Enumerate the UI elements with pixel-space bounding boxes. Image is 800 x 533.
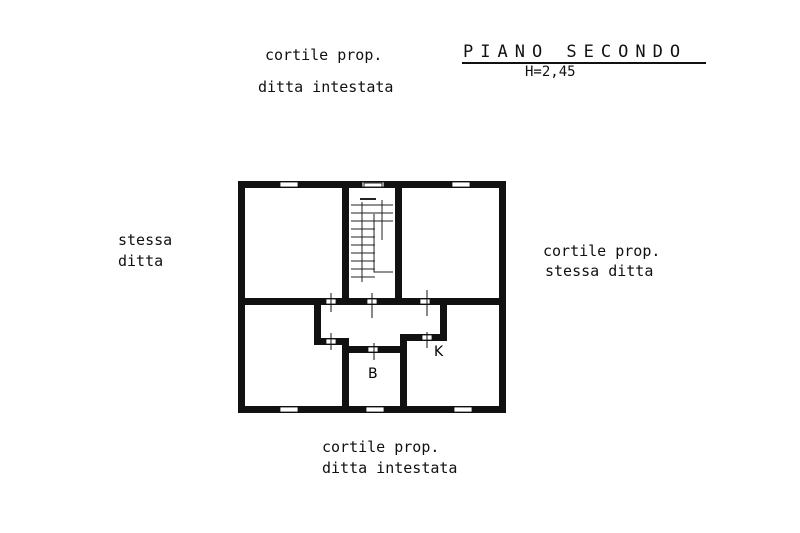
label-top-1: cortile prop.: [265, 46, 383, 64]
label-right-2: stessa ditta: [545, 262, 654, 280]
room-label-kitchen: K: [434, 344, 444, 360]
plan-title: PIANO SECONDO: [463, 42, 688, 62]
label-top-2: ditta intestata: [258, 78, 394, 96]
label-left-2: ditta: [118, 252, 164, 270]
staircase: [351, 182, 393, 282]
door-marks: [330, 290, 428, 360]
label-left-1: stessa: [118, 231, 173, 249]
windows: [279, 181, 473, 413]
label-bottom-1: cortile prop.: [322, 438, 440, 456]
label-right-1: cortile prop.: [543, 242, 661, 260]
room-label-bath: B: [368, 366, 378, 382]
ceiling-height: H=2,45: [525, 64, 576, 80]
title-underline: [462, 62, 706, 64]
label-bottom-2: ditta intestata: [322, 459, 458, 477]
